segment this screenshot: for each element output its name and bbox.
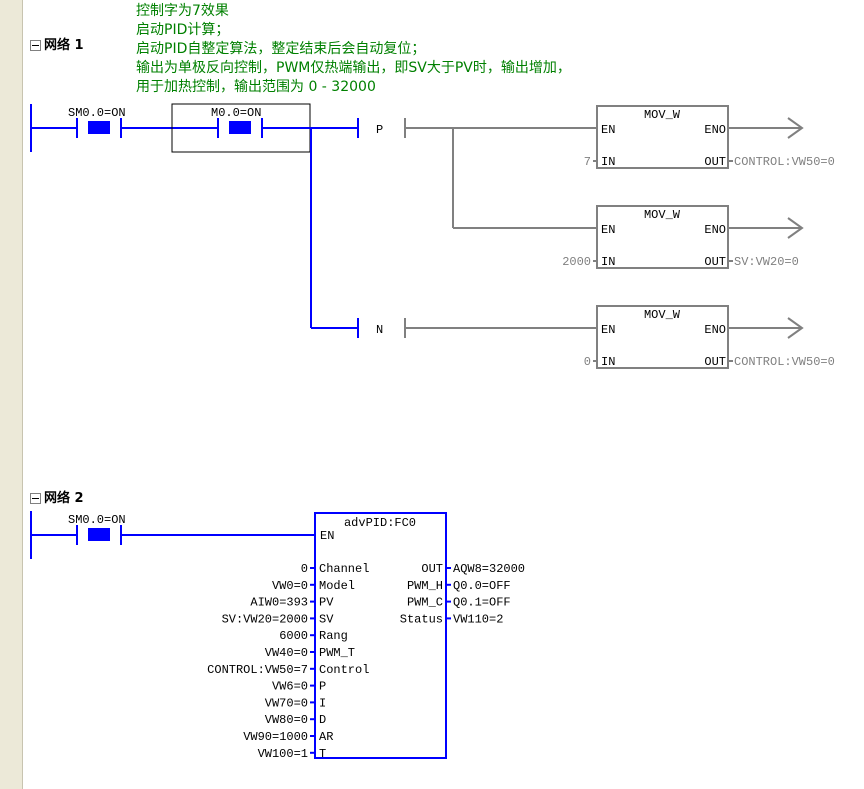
collapse-icon[interactable] (30, 40, 41, 51)
output-arrow-icon (787, 117, 804, 139)
pin-en: EN (320, 529, 334, 543)
output-arrow-icon (787, 317, 804, 339)
pin-en: EN (601, 123, 615, 137)
coil-label: P (376, 123, 383, 137)
coil-label: N (376, 323, 383, 337)
coil-negative-edge[interactable]: N (357, 318, 406, 338)
comment-line: 启动PID计算； (136, 22, 230, 38)
pin-eno: ENO (704, 123, 726, 137)
in-value: 2000 (562, 255, 591, 269)
comment-line: 用于加热控制，输出范围为 0 - 32000 (136, 79, 376, 95)
pin-eno: ENO (704, 223, 726, 237)
input-value: VW0=0 (272, 579, 308, 593)
contact-label: SM0.0=ON (68, 106, 126, 120)
out-value: CONTROL:VW50=0 (734, 155, 835, 169)
pin-out: OUT (704, 155, 726, 169)
network1-title: 网络 1 (44, 38, 84, 53)
collapse-icon[interactable] (30, 493, 41, 504)
input-value: VW6=0 (272, 680, 308, 694)
input-pin-label: Rang (319, 629, 348, 643)
out-value: SV:VW20=0 (734, 255, 799, 269)
input-value: VW40=0 (265, 646, 308, 660)
in-value: 0 (584, 355, 591, 369)
input-value: 6000 (279, 629, 308, 643)
input-pin-label: T (319, 747, 326, 761)
comment-line: 输出为单极反向控制，PWM仅热端输出，即SV大于PV时，输出增加， (136, 60, 571, 76)
box-title: MOV_W (644, 108, 681, 122)
pin-en: EN (601, 223, 615, 237)
input-pin-label: PV (319, 596, 334, 610)
pin-in: IN (601, 355, 615, 369)
pin-eno: ENO (704, 323, 726, 337)
input-pin-label: Control (319, 663, 369, 677)
input-pin-label: Model (319, 579, 355, 593)
input-value: VW80=0 (265, 713, 308, 727)
box-title: MOV_W (644, 208, 681, 222)
mov-w-box-2[interactable]: MOV_W EN ENO IN OUT 2000 SV:VW20=0 (562, 205, 804, 269)
output-value: Q0.0=OFF (453, 579, 511, 593)
in-value: 7 (584, 155, 591, 169)
input-pin-label: SV (319, 612, 334, 626)
contact-label: SM0.0=ON (68, 513, 126, 527)
input-pin-label: D (319, 713, 326, 727)
pin-in: IN (601, 255, 615, 269)
contact-label: M0.0=ON (211, 106, 261, 120)
output-arrow-icon (787, 217, 804, 239)
comment-line: 控制字为7效果 (136, 3, 229, 19)
block-title: advPID:FC0 (344, 516, 416, 530)
contact-m0-0[interactable]: M0.0=ON (211, 106, 263, 138)
input-pin-label: P (319, 680, 326, 694)
input-pin-label: AR (319, 730, 333, 744)
input-value: CONTROL:VW50=7 (207, 663, 308, 677)
mov-w-box-3[interactable]: MOV_W EN ENO IN OUT 0 CONTROL:VW50=0 (584, 305, 835, 369)
contact-sm0-0[interactable]: SM0.0=ON (68, 106, 126, 138)
output-value: Q0.1=OFF (453, 596, 511, 610)
network1-header[interactable]: 网络 1 (30, 34, 84, 53)
box-title: MOV_W (644, 308, 681, 322)
input-pin-label: Channel (319, 562, 369, 576)
network2-header[interactable]: 网络 2 (30, 487, 84, 506)
contact-sm0-0[interactable]: SM0.0=ON (68, 513, 126, 545)
input-pin-label: I (319, 696, 326, 710)
network1-rungs: SM0.0=ON M0.0=ON P N (30, 103, 835, 369)
pin-out: OUT (704, 255, 726, 269)
network1-comment: 控制字为7效果 启动PID计算； 启动PID自整定算法，整定结束后会自动复位； … (136, 2, 571, 97)
output-pin-label: OUT (421, 562, 443, 576)
mov-w-box-1[interactable]: MOV_W EN ENO IN OUT 7 CONTROL:VW50=0 (584, 105, 835, 169)
out-value: CONTROL:VW50=0 (734, 355, 835, 369)
coil-positive-edge[interactable]: P (357, 118, 406, 138)
left-gutter (0, 0, 23, 789)
output-value: VW110=2 (453, 612, 503, 626)
output-pin-label: PWM_H (407, 579, 443, 593)
input-value: SV:VW20=2000 (222, 612, 308, 626)
input-value: VW90=1000 (243, 730, 308, 744)
input-value: AIW0=393 (250, 596, 308, 610)
pin-in: IN (601, 155, 615, 169)
input-value: VW70=0 (265, 696, 308, 710)
comment-line: 启动PID自整定算法，整定结束后会自动复位； (136, 41, 426, 57)
output-pin-label: Status (400, 612, 443, 626)
input-value: 0 (301, 562, 308, 576)
output-value: AQW8=32000 (453, 562, 525, 576)
pin-out: OUT (704, 355, 726, 369)
input-value: VW100=1 (258, 747, 308, 761)
network2-title: 网络 2 (44, 491, 84, 506)
output-pin-label: PWM_C (407, 596, 443, 610)
input-pin-label: PWM_T (319, 646, 355, 660)
pin-en: EN (601, 323, 615, 337)
